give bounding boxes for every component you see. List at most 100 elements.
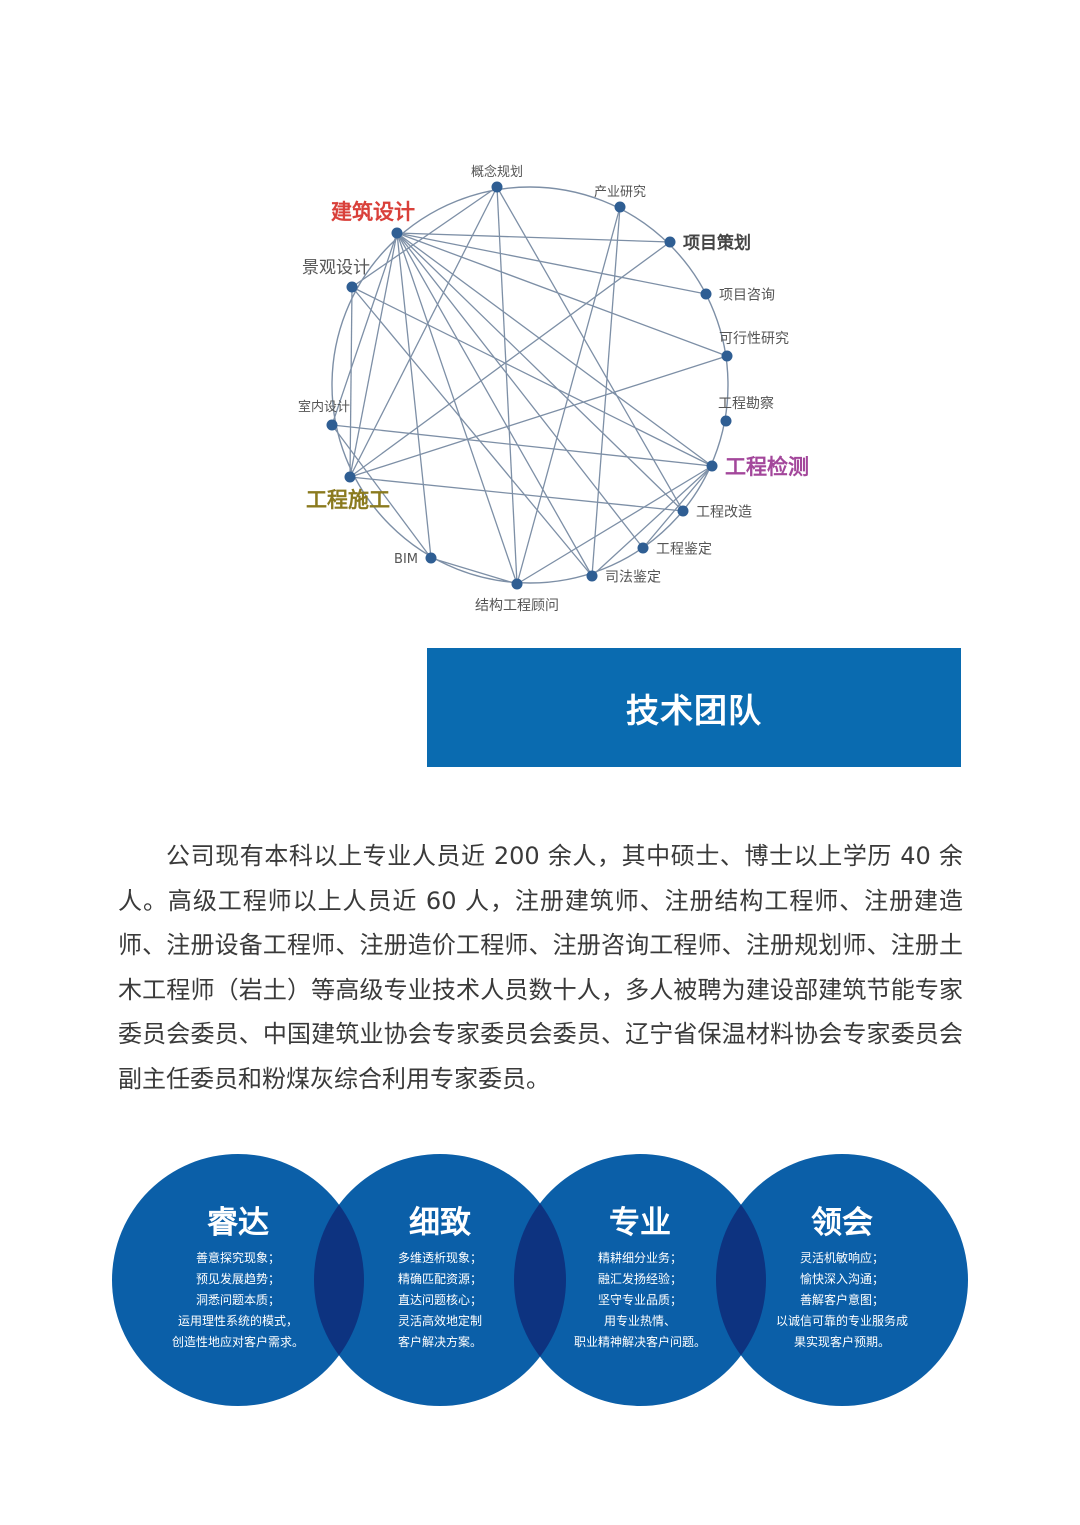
network-label-consult: 项目咨询 xyxy=(719,287,775,303)
value-line: 多维透析现象； xyxy=(398,1251,482,1265)
value-line: 善意探究现象； xyxy=(196,1250,280,1265)
network-link-architecture-planning xyxy=(396,232,671,243)
value-line: 预见发展趋势； xyxy=(196,1271,280,1286)
intro-paragraph: 公司现有本科以上专业人员近 200 余人，其中硕士、博士以上学历 40 余人。高… xyxy=(118,842,963,1093)
value-line: 以诚信可靠的专业服务成 xyxy=(776,1313,908,1328)
network-label-survey: 工程勘察 xyxy=(718,395,774,412)
value-circle-2 xyxy=(314,1154,566,1406)
network-label-interior: 室内设计 xyxy=(298,399,350,415)
network-node-concept xyxy=(491,181,503,193)
section-title: 技术团队 xyxy=(626,690,762,730)
value-item-1: 睿达 善意探究现象； 预见发展趋势； 洞悉问题本质； 运用理性系统的模式， 创造… xyxy=(172,1205,304,1349)
value-item-4: 领会 灵活机敏响应； 愉快深入沟通； 善解客户意图； 以诚信可靠的专业服务成 果… xyxy=(776,1205,908,1349)
network-link-industry-judicial xyxy=(591,206,621,577)
network-link-interior-bim xyxy=(331,424,432,559)
value-line: 职业精神解决客户问题。 xyxy=(574,1334,706,1349)
network-link-concept-renovation xyxy=(496,186,684,512)
value-line: 运用理性系统的模式， xyxy=(178,1313,298,1328)
value-line: 创造性地应对客户需求。 xyxy=(172,1334,304,1349)
network-link-architecture-feasibility xyxy=(396,232,728,357)
network-node-inspection xyxy=(706,460,718,472)
network-link-architecture-interior xyxy=(331,232,398,426)
network-link-concept-structure xyxy=(496,186,518,585)
value-circle-4 xyxy=(716,1154,968,1406)
value-item-2: 细致 多维透析现象； 精确匹配资源； 直达问题核心； 灵活高效地定制 客户解决方… xyxy=(398,1205,482,1349)
value-line: 洞悉问题本质； xyxy=(196,1293,280,1307)
network-link-bim-structure xyxy=(430,557,518,585)
network-node-survey xyxy=(720,415,732,427)
network-label-bim: BIM xyxy=(394,552,418,567)
network-link-interior-inspection xyxy=(331,424,713,467)
network-link-architecture-inspection xyxy=(396,232,713,467)
network-node-construction xyxy=(344,471,356,483)
value-line: 精确匹配资源； xyxy=(398,1272,482,1286)
value-line: 融汇发扬经验； xyxy=(598,1271,682,1286)
value-circle-3 xyxy=(514,1154,766,1406)
network-link-concept-landscape xyxy=(351,186,498,288)
value-line: 灵活高效地定制 xyxy=(398,1313,482,1328)
value-line: 灵活机敏响应； xyxy=(800,1250,884,1265)
network-link-construction-planning xyxy=(349,241,671,478)
network-link-structure-inspection xyxy=(516,465,713,585)
network-link-architecture-consult xyxy=(396,232,707,295)
network-node-judicial xyxy=(586,570,598,582)
network-links xyxy=(331,186,729,585)
section-banner: 技术团队 xyxy=(427,648,961,767)
network-node-feasibility xyxy=(721,350,733,362)
network-label-structure: 结构工程顾问 xyxy=(475,598,559,614)
network-link-architecture-appraisal xyxy=(396,232,644,549)
value-line: 坚守专业品质； xyxy=(598,1292,682,1307)
network-link-architecture-structure xyxy=(396,232,518,585)
network-label-renovation: 工程改造 xyxy=(696,504,752,520)
network-link-appraisal-inspection xyxy=(642,465,713,549)
value-title: 领会 xyxy=(811,1205,873,1241)
network-label-appraisal: 工程鉴定 xyxy=(656,541,712,557)
value-line: 果实现客户预期。 xyxy=(794,1334,890,1349)
network-label-industry: 产业研究 xyxy=(594,185,646,200)
network-nodes: 概念规划产业研究项目策划项目咨询可行性研究工程勘察工程检测工程改造工程鉴定司法鉴… xyxy=(298,164,809,614)
network-node-interior xyxy=(326,419,338,431)
network-node-consult xyxy=(700,288,712,300)
network-node-planning xyxy=(664,236,676,248)
value-line: 精耕细分业务； xyxy=(598,1250,682,1265)
value-title: 细致 xyxy=(409,1205,471,1241)
network-label-judicial: 司法鉴定 xyxy=(605,569,661,585)
network-link-construction-renovation xyxy=(349,476,684,512)
service-network-diagram: 概念规划产业研究项目策划项目咨询可行性研究工程勘察工程检测工程改造工程鉴定司法鉴… xyxy=(298,164,809,614)
network-link-architecture-renovation xyxy=(396,232,684,512)
network-label-construction: 工程施工 xyxy=(306,488,390,512)
network-node-landscape xyxy=(346,281,358,293)
network-link-landscape-construction xyxy=(349,286,353,478)
value-line: 用专业热情、 xyxy=(604,1313,676,1328)
network-link-architecture-judicial xyxy=(396,232,593,577)
value-title: 专业 xyxy=(609,1205,671,1241)
value-line: 善解客户意图； xyxy=(800,1292,884,1307)
network-link-feasibility-construction xyxy=(349,355,728,478)
network-node-industry xyxy=(614,201,626,213)
network-link-architecture-construction xyxy=(349,232,398,478)
network-node-renovation xyxy=(677,505,689,517)
value-line: 直达问题核心； xyxy=(398,1293,482,1307)
network-link-architecture-bim xyxy=(396,232,432,559)
network-label-concept: 概念规划 xyxy=(471,164,523,180)
network-node-bim xyxy=(425,552,437,564)
network-node-architecture xyxy=(391,227,403,239)
network-node-structure xyxy=(511,578,523,590)
value-title: 睿达 xyxy=(207,1205,269,1241)
value-line: 愉快深入沟通； xyxy=(800,1271,884,1286)
network-node-appraisal xyxy=(637,542,649,554)
value-item-3: 专业 精耕细分业务； 融汇发扬经验； 坚守专业品质； 用专业热情、 职业精神解决… xyxy=(574,1205,706,1349)
value-line: 客户解决方案。 xyxy=(398,1334,482,1349)
network-label-inspection: 工程检测 xyxy=(725,455,809,479)
core-values-circles: 睿达 善意探究现象； 预见发展趋势； 洞悉问题本质； 运用理性系统的模式， 创造… xyxy=(112,1154,968,1406)
network-ring xyxy=(331,186,729,584)
network-link-landscape-inspection xyxy=(351,286,713,467)
network-label-landscape: 景观设计 xyxy=(302,258,370,278)
network-link-landscape-judicial xyxy=(351,286,593,577)
network-label-architecture: 建筑设计 xyxy=(331,200,415,224)
value-circle-shapes xyxy=(112,1154,968,1406)
network-link-judicial-inspection xyxy=(591,465,713,577)
network-label-planning: 项目策划 xyxy=(683,232,751,253)
value-circle-1 xyxy=(112,1154,364,1406)
network-link-industry-structure xyxy=(516,206,621,585)
